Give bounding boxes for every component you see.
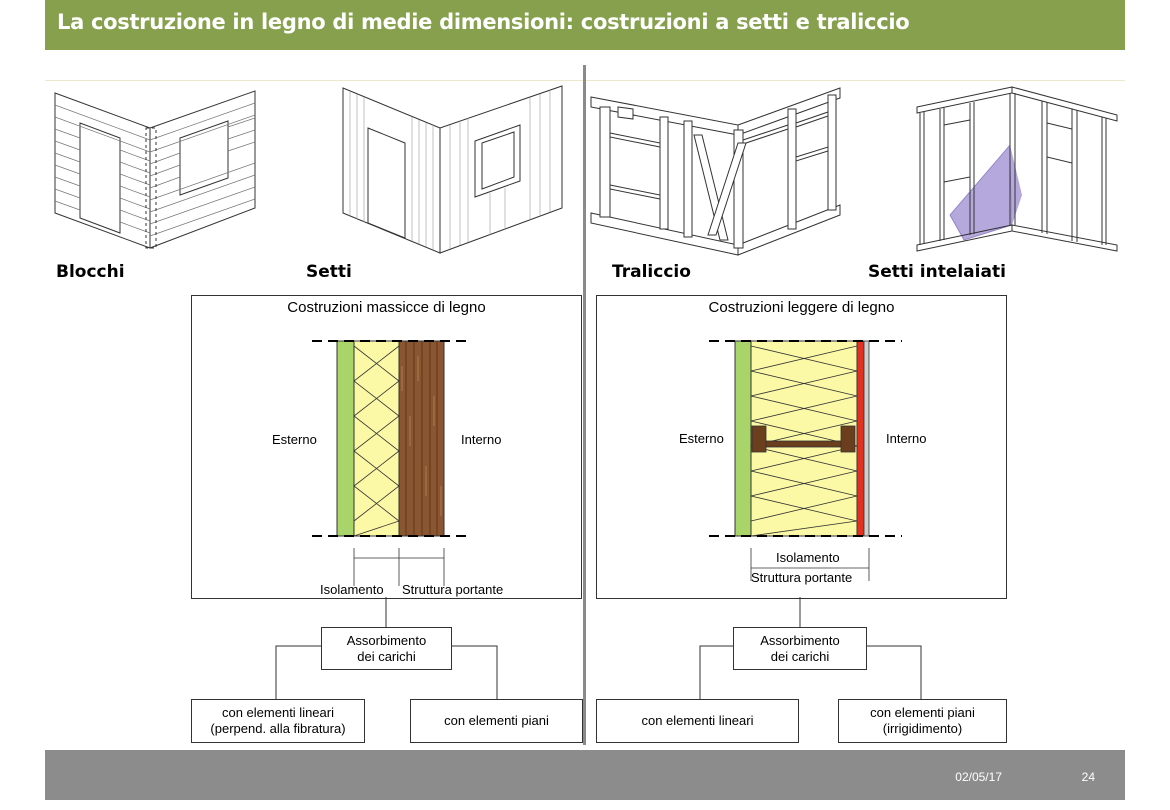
light-structure-label: Struttura portante <box>751 570 853 585</box>
massive-load-line1: Assorbimento <box>346 632 427 648</box>
slide-title: La costruzione in legno di medie dimensi… <box>57 10 910 34</box>
light-load-line1: Assorbimento <box>760 632 840 648</box>
slide-title-bar: La costruzione in legno di medie dimensi… <box>45 0 1125 50</box>
massive-linear-line2: (perpend. alla fibratura) <box>210 721 346 736</box>
light-outside-label: Esterno <box>679 431 724 446</box>
light-planar-box: con elementi piani (irrigidimento) <box>838 699 1007 743</box>
light-linear-box: con elementi lineari <box>596 699 799 743</box>
caption-traliccio: Traliccio <box>612 262 691 282</box>
massive-linear-box: con elementi lineari (perpend. alla fibr… <box>191 699 365 743</box>
massive-inside-label: Interno <box>461 432 502 447</box>
caption-setti-intelaiati: Setti intelaiati <box>868 262 1006 282</box>
massive-planar-box: con elementi piani <box>410 699 583 743</box>
setti-intelaiati-illustration <box>916 86 1118 252</box>
massive-load-box: Assorbimento dei carichi <box>321 627 452 670</box>
massive-insulation-label: Isolamento <box>320 582 384 597</box>
massive-wall-section <box>312 340 472 586</box>
caption-setti: Setti <box>306 262 352 282</box>
light-load-box: Assorbimento dei carichi <box>733 627 867 670</box>
slide-footer: 02/05/17 24 <box>45 750 1125 800</box>
light-planar-line2: (irrigidimento) <box>882 721 963 736</box>
light-linear-line1: con elementi lineari <box>641 713 754 728</box>
massive-load-line2: dei carichi <box>357 648 416 664</box>
massive-construction-title: Costruzioni massicce di legno <box>287 299 486 316</box>
light-construction-panel: Costruzioni leggere di legno Esterno Int… <box>596 295 1007 599</box>
caption-blocchi: Blocchi <box>56 262 125 282</box>
massive-structure-label: Struttura portante <box>402 582 504 597</box>
massive-planar-line1: con elementi piani <box>444 713 549 728</box>
light-inside-label: Interno <box>886 431 927 446</box>
light-load-line2: dei carichi <box>770 648 830 664</box>
blocchi-illustration <box>54 90 256 249</box>
setti-illustration <box>342 85 563 254</box>
massive-construction-panel: Costruzioni massicce di legno Esterno In… <box>191 295 582 599</box>
footer-page-number: 24 <box>1081 770 1095 784</box>
light-wall-section <box>709 340 902 581</box>
massive-linear-line1: con elementi lineari <box>221 705 334 720</box>
light-planar-line1: con elementi piani <box>870 705 975 720</box>
center-divider <box>583 65 586 745</box>
massive-outside-label: Esterno <box>272 432 317 447</box>
footer-date: 02/05/17 <box>955 770 1002 784</box>
traliccio-illustration <box>590 87 841 256</box>
light-insulation-label: Isolamento <box>776 550 840 565</box>
light-construction-title: Costruzioni leggere di legno <box>708 299 895 316</box>
